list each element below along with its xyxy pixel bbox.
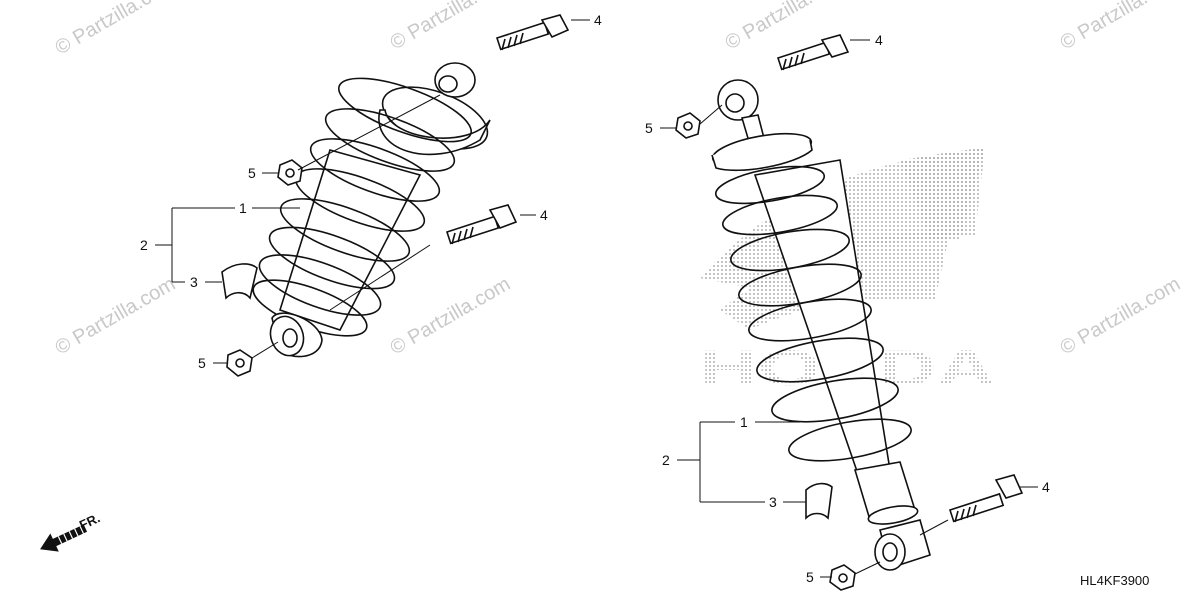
callout-right-2: 2 — [662, 452, 670, 468]
callout-left-1: 1 — [239, 200, 247, 216]
diagram-code: HL4KF3900 — [1080, 573, 1149, 588]
watermark-group: © Partzilla.com © Partzilla.com © Partzi… — [52, 0, 1185, 359]
left-leader-lines — [155, 19, 590, 364]
right-caution-label — [805, 482, 833, 520]
front-label: FR. — [77, 510, 102, 532]
right-lower-nut — [829, 564, 856, 591]
callout-right-1: 1 — [740, 414, 748, 430]
front-direction-indicator: FR. — [40, 510, 102, 552]
callout-left-2: 2 — [140, 237, 148, 253]
right-upper-bolt — [776, 34, 850, 71]
right-lower-bolt — [948, 474, 1024, 523]
callout-left-5a: 5 — [248, 165, 256, 181]
watermark-7: © Partzilla.com — [1057, 273, 1185, 359]
watermark-6: © Partzilla.com — [387, 273, 515, 359]
watermark-4: © Partzilla.com — [1057, 0, 1185, 54]
watermark-5: © Partzilla.com — [52, 273, 180, 359]
callout-left-5b: 5 — [198, 355, 206, 371]
front-arrow-icon — [40, 524, 88, 552]
callout-right-3: 3 — [769, 494, 777, 510]
callout-left-4b: 4 — [540, 207, 548, 223]
left-lower-nut — [226, 349, 253, 377]
right-upper-nut — [675, 112, 701, 139]
right-shock-absorber — [711, 79, 931, 571]
left-caution-label — [221, 263, 258, 300]
left-callouts: 4 4 5 1 2 3 5 — [140, 12, 602, 371]
right-leader-lines — [660, 39, 1038, 578]
callout-right-4a: 4 — [875, 32, 883, 48]
callout-left-3: 3 — [190, 274, 198, 290]
left-lower-bolt — [445, 204, 518, 245]
left-upper-bolt — [495, 14, 570, 51]
callout-left-4a: 4 — [594, 12, 602, 28]
callout-right-4b: 4 — [1042, 479, 1050, 495]
callout-right-5b: 5 — [806, 569, 814, 585]
watermark-2: © Partzilla.com — [387, 0, 515, 54]
left-upper-nut — [277, 159, 303, 186]
watermark-1: © Partzilla.com — [52, 0, 180, 59]
callout-right-5a: 5 — [645, 120, 653, 136]
right-callouts: 4 5 1 2 3 4 5 — [645, 32, 1050, 585]
